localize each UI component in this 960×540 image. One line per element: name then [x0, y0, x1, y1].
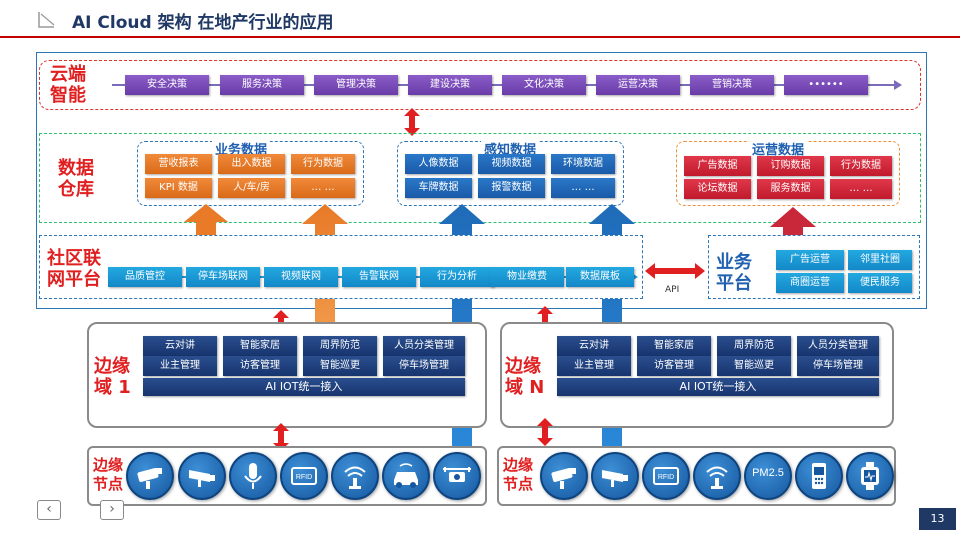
box-camera-icon — [178, 452, 226, 500]
car-icon — [382, 452, 430, 500]
perception-data-item: 人像数据 — [405, 154, 472, 174]
double-arrow — [404, 108, 420, 136]
business-data-item: KPI 数据 — [145, 178, 212, 198]
double-arrow — [273, 423, 289, 451]
community-item: 视频联网 — [264, 267, 338, 287]
operation-data-item: … … — [830, 179, 892, 199]
operation-data-item: 广告数据 — [684, 156, 751, 176]
prev-slide-button[interactable]: ‹ — [37, 500, 61, 520]
community-item: 物业缴费 — [490, 267, 564, 287]
business-platform-label: 业务平台 — [716, 252, 752, 294]
operation-data-item: 行为数据 — [830, 156, 892, 176]
operation-data-item: 论坛数据 — [684, 179, 751, 199]
business-data-item: 行为数据 — [291, 154, 355, 174]
bullet-camera-icon — [540, 452, 588, 500]
cloud-item: 安全决策 — [125, 75, 209, 95]
community-item: 停车场联网 — [186, 267, 260, 287]
operation-data-item: 服务数据 — [757, 179, 824, 199]
operation-data-title: 运营数据 — [749, 139, 808, 158]
edge-domain-1-label: 边缘域 1 — [94, 356, 131, 398]
edge-domain-1-item: 周界防范 — [303, 336, 377, 356]
cloud-item: 营销决策 — [690, 75, 774, 95]
box-camera-icon — [591, 452, 639, 500]
title-underline — [0, 36, 960, 38]
microphone-icon — [229, 452, 277, 500]
edge-domain-n-item: 人员分类管理 — [797, 336, 879, 356]
edge-domain-n-item: 访客管理 — [637, 356, 711, 376]
edge-domain-1-item: 智能家居 — [223, 336, 297, 356]
business-platform-item: 邻里社圈 — [848, 250, 912, 270]
cloud-item: •••••• — [784, 75, 868, 95]
wifi-sensor-icon — [693, 452, 741, 500]
community-item: 告警联网 — [342, 267, 416, 287]
edge-domain-n-item: 周界防范 — [717, 336, 791, 356]
perception-data-item: 环境数据 — [551, 154, 615, 174]
business-data-item: 人/车/房 — [218, 178, 285, 198]
edge-domain-1-item: 停车场管理 — [383, 356, 465, 376]
page-number: 13 — [919, 508, 956, 530]
double-arrow — [537, 418, 553, 446]
rfid-reader-icon: RFID — [642, 452, 690, 500]
perception-data-item: 报警数据 — [478, 178, 545, 198]
edge-domain-1-item: 访客管理 — [223, 356, 297, 376]
community-item: 数据展板 — [566, 267, 634, 287]
api-double-arrow — [645, 263, 705, 279]
next-slide-button[interactable]: › — [100, 500, 124, 520]
cloud-item: 建设决策 — [408, 75, 492, 95]
rfid-text: RFID — [658, 474, 674, 481]
perception-data-item: … … — [551, 178, 615, 198]
rfid-text: RFID — [296, 474, 312, 481]
edge-domain-n-item: 智能巡更 — [717, 356, 791, 376]
perception-data-item: 车牌数据 — [405, 178, 472, 198]
page-title: AI Cloud 架构 在地产行业的应用 — [72, 13, 334, 33]
community-platform-label: 社区联网平台 — [47, 248, 101, 290]
business-data-item: 营收报表 — [145, 154, 212, 174]
drone-camera-icon — [433, 452, 481, 500]
edge-node-group-n-label: 边缘节点 — [503, 456, 534, 493]
pm25-sensor-icon: PM2.5 — [744, 452, 792, 500]
edge-domain-1-item: 云对讲 — [143, 336, 217, 356]
community-item: 行为分析 — [420, 267, 494, 287]
edge-domain-n-item: 业主管理 — [557, 356, 631, 376]
operation-data-item: 订购数据 — [757, 156, 824, 176]
up-arrow-red — [770, 207, 816, 247]
business-platform-item: 便民服务 — [848, 273, 912, 293]
edge-node-group-1-label: 边缘节点 — [93, 456, 124, 493]
rfid-reader-icon: RFID — [280, 452, 328, 500]
up-arrow-orange — [184, 204, 228, 237]
business-data-item: … … — [291, 178, 355, 198]
community-item: 品质管控 — [108, 267, 182, 287]
edge-domain-n-label: 边缘域 N — [505, 356, 545, 398]
edge-domain-n-item: 智能家居 — [637, 336, 711, 356]
pm25-text: PM2.5 — [752, 467, 784, 479]
edge-domain-n-item: 云对讲 — [557, 336, 631, 356]
cloud-item: 服务决策 — [220, 75, 304, 95]
edge-domain-n-item: 停车场管理 — [797, 356, 879, 376]
cloud-item: 运营决策 — [596, 75, 680, 95]
cloud-layer — [39, 60, 921, 110]
data-warehouse-label: 数据仓库 — [58, 158, 94, 200]
smartwatch-icon — [846, 452, 894, 500]
edge-domain-n-iot-bar: AI IOT统一接入 — [557, 378, 879, 396]
edge-domain-1-iot-bar: AI IOT统一接入 — [143, 378, 465, 396]
perception-data-item: 视频数据 — [478, 154, 545, 174]
business-platform-item: 商圈运营 — [776, 273, 844, 293]
edge-domain-1-item: 业主管理 — [143, 356, 217, 376]
cloud-layer-label: 云端智能 — [50, 64, 86, 106]
cloud-item: 文化决策 — [502, 75, 586, 95]
api-label: API — [665, 285, 680, 295]
mobile-phone-icon — [795, 452, 843, 500]
edge-domain-1-item: 智能巡更 — [303, 356, 377, 376]
wifi-sensor-icon — [331, 452, 379, 500]
title-corner-mark — [38, 12, 55, 28]
business-platform-item: 广告运营 — [776, 250, 844, 270]
bullet-camera-icon — [126, 452, 174, 500]
business-data-item: 出入数据 — [218, 154, 285, 174]
cloud-item: 管理决策 — [314, 75, 398, 95]
edge-domain-1-item: 人员分类管理 — [383, 336, 465, 356]
